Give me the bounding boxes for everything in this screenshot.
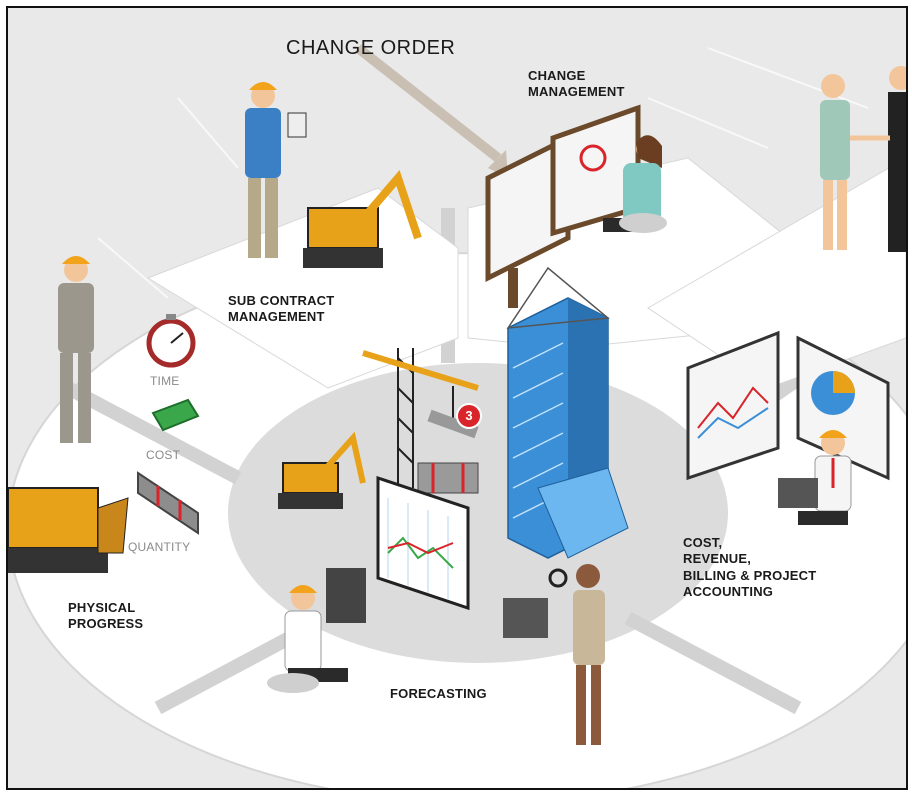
- crane-icon: [362, 348, 479, 488]
- engineer-with-tablet-icon: [58, 256, 94, 443]
- step-number-badge: 3: [456, 403, 482, 429]
- analyst-standing-icon: [503, 564, 605, 745]
- worker-with-clipboard-icon: [245, 82, 307, 258]
- subcontract-platform: [146, 187, 459, 389]
- quantity-label: QUANTITY: [128, 540, 191, 554]
- handshake-people-icon: [820, 66, 906, 252]
- forecaster-seated-icon: [267, 568, 366, 693]
- designer-seated-icon: [603, 135, 667, 233]
- revenue-chart-icon: [686, 330, 780, 481]
- material-bundle-icon: [137, 471, 199, 535]
- bulldozer-icon: [8, 487, 129, 573]
- pie-chart-icon: [796, 335, 890, 481]
- change-order-arrow: [354, 44, 502, 162]
- diagram-frame: CHANGE ORDER CHANGE MANAGEMENT SUB CONTR…: [6, 6, 908, 790]
- cost-label: COST: [146, 448, 181, 462]
- change-order-label: CHANGE ORDER: [286, 37, 456, 59]
- change-management-label: CHANGE MANAGEMENT: [528, 68, 625, 100]
- excavator-icon-top: [303, 170, 422, 268]
- excavator-icon-center: [278, 431, 366, 509]
- drawing-board-icon: [485, 104, 641, 308]
- pipes-icon: [417, 409, 479, 494]
- forecast-chart-icon: [376, 475, 470, 611]
- isometric-illustration: [8, 44, 906, 788]
- sub-contract-label: SUB CONTRACT MANAGEMENT: [228, 293, 335, 325]
- accountant-seated-icon: [778, 430, 852, 525]
- physical-progress-label: PHYSICAL PROGRESS: [68, 600, 144, 632]
- time-label: TIME: [150, 374, 180, 388]
- money-icon: [151, 398, 200, 432]
- skyscraper-icon: [506, 266, 629, 559]
- stopwatch-icon: [146, 314, 196, 368]
- forecasting-label: FORECASTING: [390, 686, 487, 701]
- cost-revenue-label: COST, REVENUE, BILLING & PROJECT ACCOUNT…: [683, 535, 817, 599]
- background-lines: [97, 47, 869, 299]
